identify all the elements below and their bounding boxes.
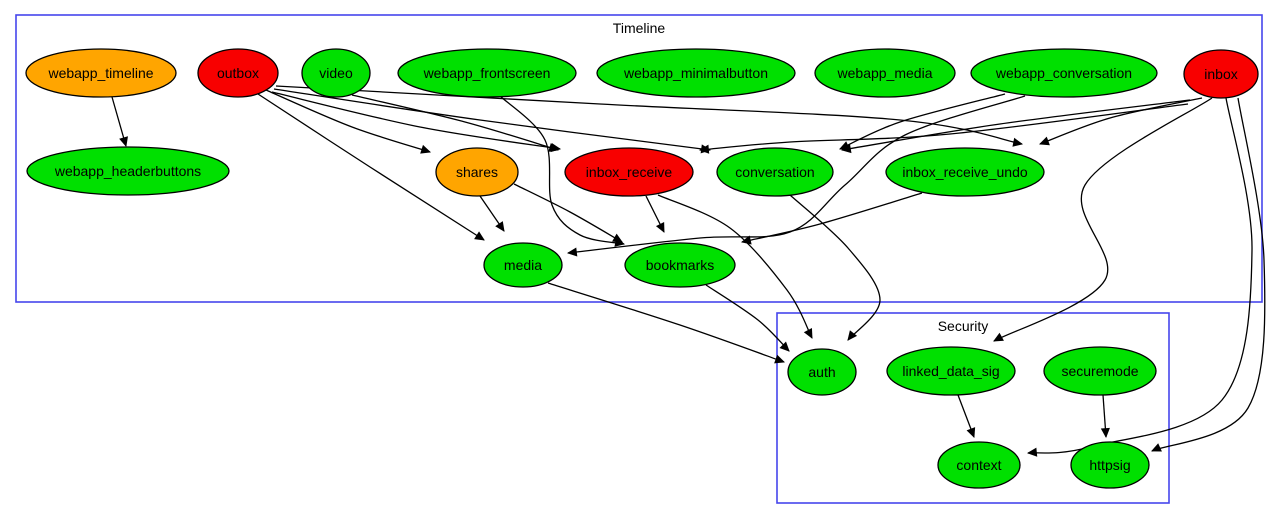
node-conversation-shape [716, 147, 834, 197]
node-inbox-label: inbox [1204, 66, 1237, 82]
edge-shares-to-bookmarks [513, 183, 623, 243]
node-auth: auth [787, 348, 857, 396]
node-inbox: inbox [1183, 49, 1259, 99]
node-linked_data_sig: linked_data_sig [886, 346, 1016, 396]
node-media-shape [483, 242, 563, 288]
node-inbox_receive_undo-shape [885, 147, 1045, 197]
node-shares: shares [435, 147, 519, 197]
node-linked_data_sig-label: linked_data_sig [902, 363, 999, 379]
cluster-security-label: Security [938, 318, 989, 334]
edge-webapp_conversation-to-conversation [839, 93, 1006, 150]
edge-inbox_receive_undo-to-bookmarks [740, 192, 923, 245]
node-shares-shape [435, 147, 519, 197]
edge-shares-to-media [479, 195, 505, 232]
node-bookmarks: bookmarks [624, 242, 736, 288]
edge-conversation-to-auth [789, 194, 881, 341]
edge-outbox-to-inbox_receive [271, 91, 562, 153]
edge-webapp_conversation-to-media [566, 95, 1026, 257]
node-auth-label: auth [808, 364, 835, 380]
node-webapp_headerbuttons-label: webapp_headerbuttons [54, 163, 201, 179]
node-webapp_minimalbutton-label: webapp_minimalbutton [623, 65, 768, 81]
node-webapp_frontscreen: webapp_frontscreen [397, 48, 577, 98]
cluster-timeline-border [15, 14, 1263, 303]
node-securemode-shape [1043, 346, 1157, 396]
edge-outbox-to-shares [265, 89, 431, 154]
node-webapp_minimalbutton: webapp_minimalbutton [596, 48, 796, 98]
node-inbox_receive_undo: inbox_receive_undo [885, 147, 1045, 197]
node-layer: webapp_timeline outbox video webapp_frontsc… [25, 48, 1259, 489]
cluster-security-border [776, 312, 1170, 504]
node-webapp_media-label: webapp_media [837, 65, 933, 81]
node-outbox-label: outbox [217, 65, 259, 81]
node-webapp_headerbuttons: webapp_headerbuttons [26, 146, 230, 196]
edge-securemode-to-httpsig [1100, 394, 1110, 439]
edge-inbox_receive-to-auth [657, 194, 813, 339]
node-inbox_receive_undo-label: inbox_receive_undo [902, 164, 1028, 180]
node-webapp_frontscreen-shape [397, 48, 577, 98]
node-conversation: conversation [716, 147, 834, 197]
edge-webapp_frontscreen-to-bookmarks [499, 95, 626, 247]
node-context-label: context [956, 457, 1001, 473]
edge-inbox_receive-to-bookmarks [645, 195, 665, 233]
cluster-timeline: Timeline [15, 14, 1263, 303]
node-webapp_conversation-shape [970, 48, 1158, 98]
node-video-label: video [319, 65, 353, 81]
node-linked_data_sig-shape [886, 346, 1016, 396]
edge-webapp_timeline-to-webapp_headerbuttons [111, 96, 128, 147]
edge-media-to-auth [547, 282, 785, 364]
edge-video-to-inbox_receive [351, 94, 559, 152]
node-bookmarks-shape [624, 242, 736, 288]
node-httpsig-label: httpsig [1089, 457, 1130, 473]
node-securemode-label: securemode [1061, 363, 1138, 379]
node-securemode: securemode [1043, 346, 1157, 396]
node-webapp_timeline-label: webapp_timeline [47, 65, 153, 81]
edge-outbox-to-media [257, 93, 485, 241]
node-conversation-label: conversation [735, 164, 814, 180]
node-webapp_conversation: webapp_conversation [970, 48, 1158, 98]
node-httpsig-shape [1070, 441, 1150, 489]
edge-inbox-to-httpsig [1151, 97, 1266, 452]
node-webapp_media: webapp_media [814, 48, 956, 98]
node-context-shape [937, 441, 1021, 489]
node-shares-label: shares [456, 164, 498, 180]
node-inbox_receive: inbox_receive [564, 147, 694, 197]
node-inbox_receive-label: inbox_receive [586, 164, 673, 180]
node-webapp_conversation-label: webapp_conversation [995, 65, 1132, 81]
edge-outbox-to-conversation [273, 88, 712, 154]
edge-layer [111, 85, 1266, 457]
edge-inbox-to-linked_data_sig [993, 97, 1213, 342]
node-webapp_frontscreen-label: webapp_frontscreen [423, 65, 551, 81]
node-video-shape [301, 48, 371, 98]
edge-bookmarks-to-auth [705, 284, 790, 352]
edge-inbox-to-context [1026, 97, 1253, 457]
node-bookmarks-label: bookmarks [646, 257, 714, 273]
edge-outbox-to-inbox_receive_undo [275, 85, 1024, 147]
edge-inbox-to-inbox_receive_undo [1039, 97, 1203, 146]
node-context: context [937, 441, 1021, 489]
edge-inbox-to-inbox_receive [698, 103, 1189, 154]
node-webapp_headerbuttons-shape [26, 146, 230, 196]
node-webapp_minimalbutton-shape [596, 48, 796, 98]
edge-inbox-to-conversation [840, 99, 1191, 154]
node-media-label: media [504, 257, 542, 273]
node-httpsig: httpsig [1070, 441, 1150, 489]
node-media: media [483, 242, 563, 288]
cluster-security: Security [776, 312, 1170, 504]
cluster-timeline-label: Timeline [613, 20, 666, 36]
node-outbox-shape [197, 48, 279, 98]
edge-linked_data_sig-to-context [957, 394, 976, 438]
node-webapp_timeline-shape [25, 48, 177, 98]
node-webapp_timeline: webapp_timeline [25, 48, 177, 98]
node-webapp_media-shape [814, 48, 956, 98]
node-inbox_receive-shape [564, 147, 694, 197]
node-auth-shape [787, 348, 857, 396]
node-video: video [301, 48, 371, 98]
node-outbox: outbox [197, 48, 279, 98]
node-inbox-shape [1183, 49, 1259, 99]
